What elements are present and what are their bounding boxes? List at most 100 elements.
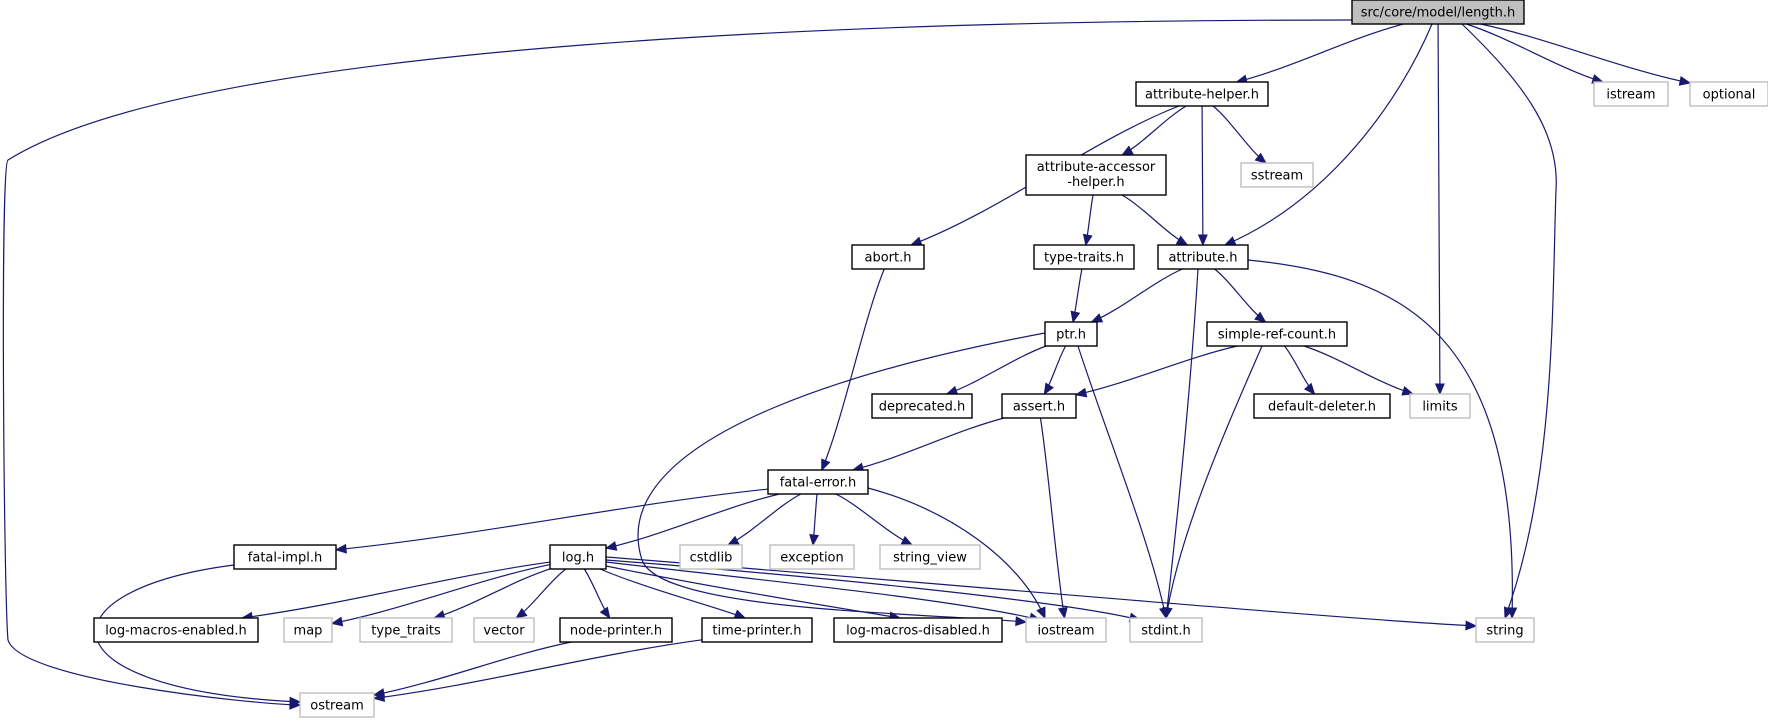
node-assert-h[interactable]: assert.h (1001, 393, 1077, 419)
arrow-head-icon (1175, 235, 1189, 246)
edge-line (821, 268, 885, 471)
node-label: attribute.h (1168, 251, 1237, 266)
edge-line (599, 568, 746, 619)
arrow-head-icon (604, 541, 618, 551)
edge-line (1437, 23, 1441, 395)
node-node-printer-h[interactable]: node-printer.h (559, 617, 673, 643)
node-limits: limits (1409, 393, 1471, 419)
edge-layer (2, 19, 1692, 710)
node-log-macros-disabled-h[interactable]: log-macros-disabled.h (833, 617, 1003, 643)
arrow-head-icon (1090, 313, 1104, 323)
node-box (1253, 393, 1391, 419)
node-optional: optional (1689, 81, 1768, 107)
edge-length_h-to-string (1461, 23, 1557, 620)
arrow-head-icon (1074, 387, 1088, 398)
node-exception: exception (769, 544, 855, 570)
node-label: limits (1422, 400, 1458, 415)
arrow-head-icon (726, 535, 740, 546)
node-label: string (1486, 624, 1523, 639)
node-ptr-h[interactable]: ptr.h (1044, 321, 1098, 347)
node-label: src/core/model/length.h (1361, 6, 1516, 21)
arrow-head-icon (1303, 382, 1316, 395)
edge-fatal_error_h-to-iostream (867, 487, 1046, 620)
edge-attribute_accessor_helper_h-to-type_traits_h (1082, 194, 1094, 247)
node-string: string (1475, 617, 1535, 643)
arrow-head-icon (1507, 607, 1518, 620)
arrow-head-icon (1082, 233, 1093, 247)
node-label: default-deleter.h (1268, 400, 1376, 415)
edge-simple_ref_count_h-to-stdint_h (1162, 345, 1263, 620)
node-box (299, 692, 375, 718)
edge-line (605, 561, 1041, 621)
node-time-printer-h[interactable]: time-printer.h (701, 617, 813, 643)
edge-line (1480, 23, 1691, 84)
node-label: ostream (310, 699, 364, 714)
arrow-head-icon (733, 609, 747, 619)
arrow-head-icon (1434, 383, 1445, 396)
node-label: map (294, 624, 323, 639)
node-label: log-macros-disabled.h (846, 624, 990, 639)
edge-line (2, 19, 1353, 706)
arrow-head-icon (1254, 152, 1267, 164)
node-log-h[interactable]: log.h (549, 544, 607, 570)
node-log-macros-enabled-h[interactable]: log-macros-enabled.h (93, 617, 259, 643)
node-box (1135, 81, 1269, 107)
edge-attribute_h-to-simple_ref_count_h (1214, 268, 1267, 323)
node-fatal-error-h[interactable]: fatal-error.h (767, 469, 869, 495)
node-box (1475, 617, 1535, 643)
edge-assert_h-to-iostream (1039, 417, 1068, 620)
node-box (1689, 81, 1768, 107)
edge-line (242, 561, 551, 619)
edge-log_h-to-time_printer_h (599, 568, 747, 619)
edge-line (434, 568, 551, 619)
node-simple-ref-count-h[interactable]: simple-ref-count.h (1206, 321, 1348, 347)
node-box (851, 244, 925, 270)
node-label: attribute-accessor-helper.h (1037, 160, 1156, 190)
node-box (233, 544, 337, 570)
node-type-traits-h[interactable]: type-traits.h (1033, 244, 1135, 270)
edge-length_h-to-attribute_helper_h (1235, 23, 1404, 85)
edge-line (1121, 194, 1188, 246)
edge-line (1039, 417, 1066, 619)
edge-line (373, 639, 703, 699)
node-attribute-accessor-helper-h[interactable]: attribute-accessor-helper.h (1025, 154, 1167, 196)
node-fatal-impl-h[interactable]: fatal-impl.h (233, 544, 337, 570)
edge-log_h-to-node_printer_h (583, 568, 611, 620)
node-box (679, 544, 743, 570)
edge-line (852, 417, 1005, 471)
edge-line (1224, 23, 1433, 246)
node-box (549, 544, 607, 570)
edge-fatal_error_h-to-log_h (604, 493, 780, 551)
edge-line (1121, 105, 1187, 156)
node-attribute-h[interactable]: attribute.h (1157, 244, 1249, 270)
arrow-head-icon (1121, 145, 1134, 156)
node-box (1129, 617, 1203, 643)
edge-log_h-to-iostream (605, 561, 1042, 623)
node-box (833, 617, 1003, 643)
edge-line (1075, 345, 1238, 396)
arrow-head-icon (900, 535, 914, 546)
node-abort-h[interactable]: abort.h (851, 244, 925, 270)
edge-log_h-to-log_macros_disabled_h (605, 565, 902, 622)
node-string-view: string_view (879, 544, 981, 570)
edge-line (727, 493, 802, 546)
node-label: stdint.h (1141, 624, 1190, 639)
node-length-h[interactable]: src/core/model/length.h (1351, 0, 1525, 25)
node-box (1206, 321, 1348, 347)
edge-node_printer_h-to-ostream (372, 641, 572, 698)
node-deprecated-h[interactable]: deprecated.h (871, 393, 973, 419)
edge-abort_h-to-fatal_error_h (821, 268, 885, 472)
node-cstdlib: cstdlib (679, 544, 743, 570)
edge-line (1236, 23, 1404, 83)
edge-line (605, 493, 780, 549)
arrow-head-icon (599, 606, 611, 620)
node-default-deleter-h[interactable]: default-deleter.h (1253, 393, 1391, 419)
edge-ptr_h-to-assert_h (1043, 345, 1067, 396)
edge-line (1077, 345, 1167, 619)
arrow-head-icon (809, 534, 820, 547)
node-attribute-helper-h[interactable]: attribute-helper.h (1135, 81, 1269, 107)
node-label: log-macros-enabled.h (105, 624, 246, 639)
edge-line (1212, 105, 1267, 164)
edge-line (1091, 268, 1183, 323)
